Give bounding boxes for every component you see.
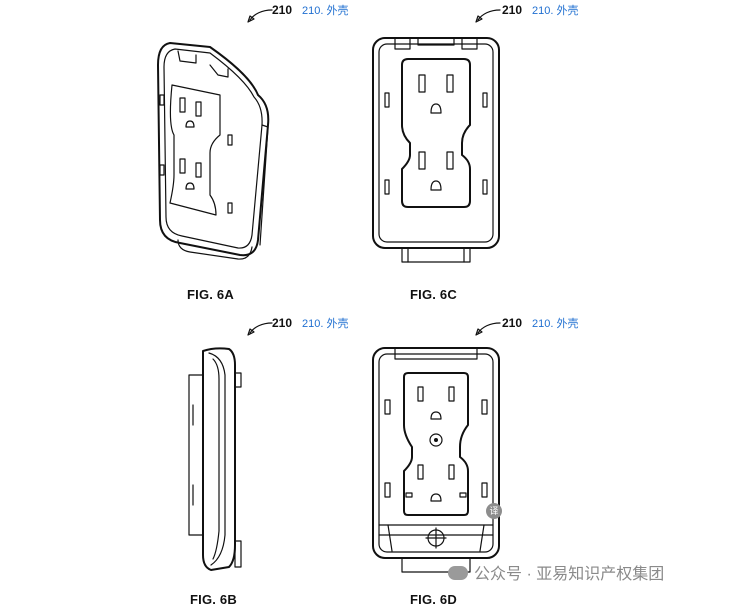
wechat-icon [448, 566, 468, 580]
annotation-6c: 210. 外壳 [532, 5, 579, 17]
figure-label-6c: FIG. 6C [410, 287, 457, 302]
leader-arrow-6a [247, 9, 273, 23]
leader-arrow-6c [475, 9, 501, 23]
translate-badge[interactable]: 译 [486, 503, 502, 519]
leader-arrow-6b [247, 322, 273, 336]
watermark: 公众号 · 亚易知识产权集团 [448, 560, 664, 584]
ref-number-6c: 210 [502, 3, 523, 17]
figure-label-6b: FIG. 6B [190, 592, 237, 607]
figure-label-6d: FIG. 6D [410, 592, 457, 607]
drawing-fig-6d [372, 347, 500, 573]
figure-label-6a: FIG. 6A [187, 287, 234, 302]
ref-number-6d: 210 [502, 316, 523, 330]
annotation-6d: 210. 外壳 [532, 318, 579, 330]
ref-number-6b: 210 [272, 316, 293, 330]
leader-arrow-6d [475, 322, 501, 336]
watermark-text: 公众号 · 亚易知识产权集团 [474, 566, 665, 583]
drawing-fig-6b [188, 347, 242, 571]
drawing-fig-6c [372, 37, 500, 263]
annotation-6a: 210. 外壳 [302, 5, 349, 17]
annotation-6b: 210. 外壳 [302, 318, 349, 330]
ref-number-6a: 210 [272, 3, 293, 17]
drawing-fig-6a [157, 42, 270, 260]
